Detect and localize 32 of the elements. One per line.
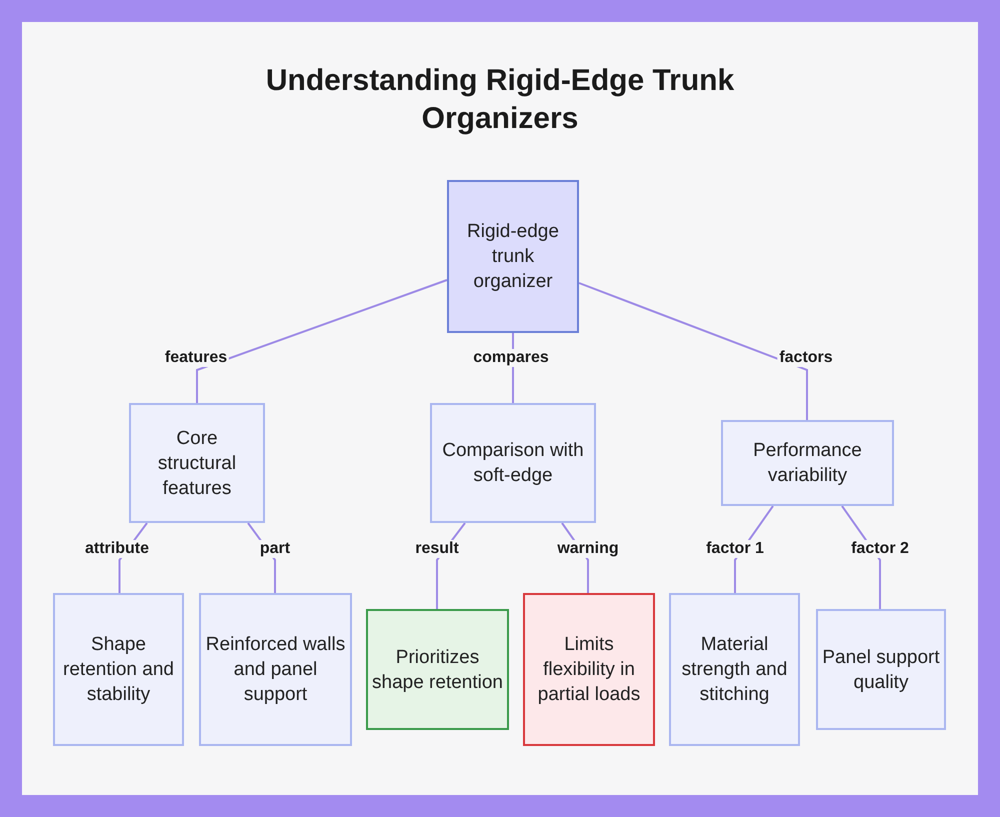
edge-label: result — [413, 540, 461, 558]
process-box — [199, 593, 352, 746]
node-text: Limits flexibility in partial loads — [536, 633, 642, 707]
node-text: Panel support quality — [822, 646, 940, 694]
process-box — [669, 593, 800, 746]
process-box — [523, 593, 655, 746]
edge-label: factor 2 — [849, 540, 911, 558]
connector-line — [196, 279, 448, 403]
process-box — [816, 609, 946, 730]
edge-label: compares — [471, 349, 551, 367]
node-text: Prioritizes shape retention — [372, 646, 503, 694]
node-text: Rigid-edge trunk organizer — [466, 220, 560, 294]
edge-label: warning — [555, 540, 621, 558]
node-text: Shape retention and stability — [62, 633, 175, 707]
node-text: Core structural features — [156, 426, 238, 500]
process-box — [366, 609, 509, 730]
process-box — [129, 403, 265, 523]
edge-label: attribute — [83, 540, 151, 558]
node-text: Performance variability — [752, 439, 863, 488]
connector-line — [578, 282, 808, 420]
node-text: Comparison with soft-edge — [441, 439, 585, 488]
process-box — [53, 593, 184, 746]
node-text: Material strength and stitching — [680, 633, 788, 707]
node-text: Reinforced walls and panel support — [205, 633, 346, 707]
edge-label: factors — [777, 349, 835, 367]
process-box — [430, 403, 596, 523]
edge-label: features — [162, 349, 230, 367]
process-box — [447, 180, 579, 333]
edge-label: part — [258, 540, 292, 558]
process-box — [721, 420, 894, 506]
edge-label: factor 1 — [704, 540, 766, 558]
diagram-title: Understanding Rigid-Edge Trunk Organizers — [264, 63, 736, 137]
